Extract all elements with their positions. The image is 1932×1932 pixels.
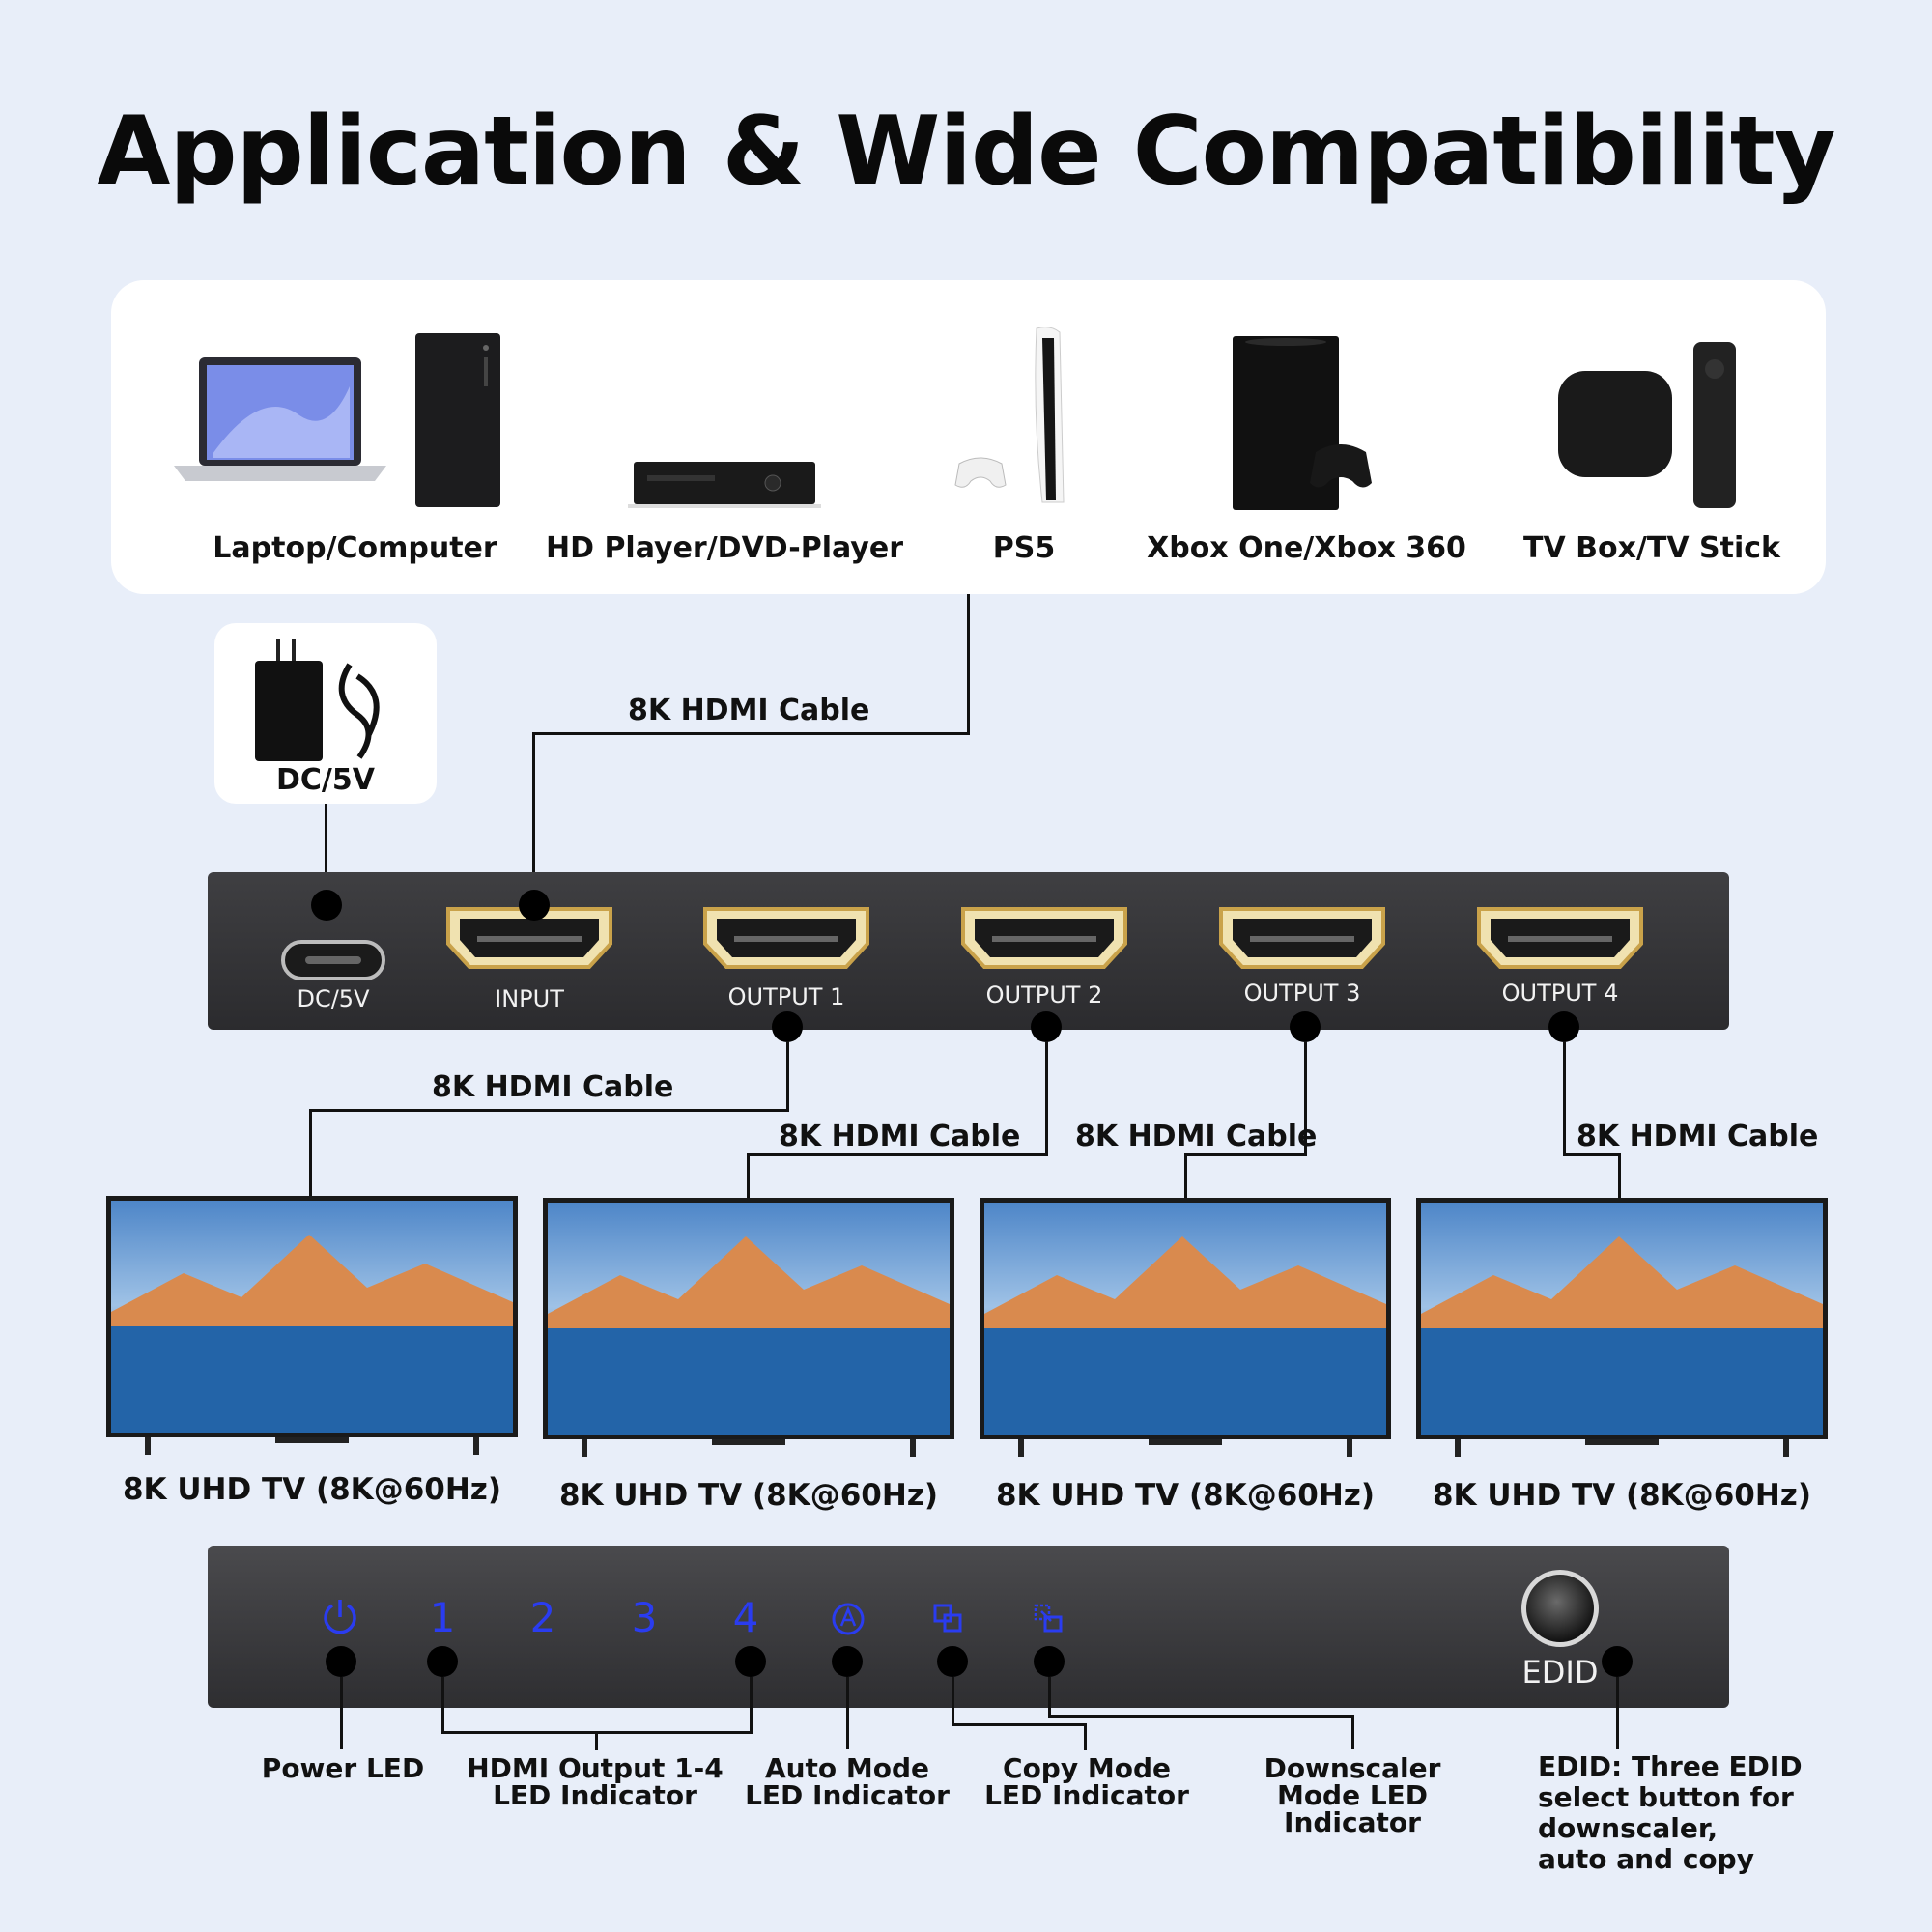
tv-1-label: 8K UHD TV (8K@60Hz) — [122, 1472, 501, 1507]
dvd-player-icon — [628, 462, 821, 508]
tv-3-label: 8K UHD TV (8K@60Hz) — [995, 1478, 1375, 1513]
auto-mode-icon — [832, 1603, 865, 1635]
callout-power-led: Power LED — [261, 1752, 425, 1784]
output-1-cable-line — [786, 1041, 789, 1111]
cable-label-output-4: 8K HDMI Cable — [1577, 1120, 1819, 1153]
hdmi-output-1-port-icon — [703, 907, 869, 969]
callout-dot-downscaler — [1034, 1646, 1065, 1677]
output-4-cable-line — [1563, 1041, 1566, 1155]
port-label-output-2: OUTPUT 2 — [985, 981, 1103, 1009]
source-label-laptop: Laptop/Computer — [213, 531, 497, 565]
callout-line-downscaler — [1048, 1715, 1353, 1718]
callout-dot-output-1 — [427, 1646, 458, 1677]
hdmi-output-2-port-icon — [961, 907, 1127, 969]
port-label-output-1: OUTPUT 1 — [727, 983, 845, 1010]
page-title: Application & Wide Compatibility — [97, 97, 1836, 207]
callout-line-output — [441, 1677, 444, 1733]
callout-line-copy — [952, 1723, 1087, 1726]
callout-copy-mode-led: Copy Mode LED Indicator — [984, 1752, 1189, 1811]
input-cable-line — [967, 594, 970, 734]
hdmi-output-4-port-icon — [1477, 907, 1643, 969]
output-3-cable-line — [1184, 1153, 1187, 1198]
callout-line-power — [340, 1677, 343, 1749]
callout-dot-auto — [832, 1646, 863, 1677]
port-label-output-3: OUTPUT 3 — [1243, 980, 1361, 1007]
output-1-cable-line — [309, 1109, 789, 1112]
xbox-console-icon — [1233, 336, 1372, 510]
edid-button[interactable] — [1519, 1567, 1602, 1650]
tv-box-icon — [1558, 342, 1736, 508]
callout-dot-edid — [1602, 1646, 1633, 1677]
led-output-3: 3 — [631, 1594, 658, 1641]
desktop-tower-icon — [415, 333, 500, 507]
tv-4-label: 8K UHD TV (8K@60Hz) — [1432, 1478, 1811, 1513]
led-output-1: 1 — [429, 1594, 456, 1641]
callout-line-downscaler — [1351, 1715, 1354, 1749]
source-label-tvbox: TV Box/TV Stick — [1522, 531, 1780, 565]
led-output-4: 4 — [732, 1594, 759, 1641]
output-2-cable-line — [1045, 1041, 1048, 1155]
hdmi-output-3-port-icon — [1219, 907, 1385, 969]
power-icon — [324, 1600, 356, 1634]
output-3-cable-line — [1184, 1153, 1307, 1156]
output-4-cable-line — [1618, 1153, 1621, 1198]
callout-dot-output-4 — [735, 1646, 766, 1677]
output-2-cable-line — [747, 1153, 1048, 1156]
connector-dot-dc — [311, 890, 342, 921]
output-4-cable-line — [1563, 1153, 1621, 1156]
input-cable-line — [532, 732, 970, 735]
tv-2-icon — [543, 1198, 954, 1457]
splitter-front-panel — [208, 1546, 1729, 1708]
input-cable-line — [532, 732, 535, 906]
cable-label-output-2: 8K HDMI Cable — [779, 1120, 1021, 1153]
copy-mode-icon — [933, 1604, 962, 1633]
usb-c-port-icon — [281, 940, 385, 980]
led-output-2: 2 — [529, 1594, 556, 1641]
connector-dot-output-1 — [772, 1011, 803, 1042]
hdmi-input-port-icon — [446, 907, 612, 969]
power-adapter-icon — [255, 639, 380, 761]
callout-auto-mode-led: Auto Mode LED Indicator — [745, 1752, 950, 1811]
source-label-xbox: Xbox One/Xbox 360 — [1147, 531, 1466, 565]
power-adapter-card — [214, 623, 437, 804]
source-label-ps5: PS5 — [992, 531, 1056, 565]
port-label-input[interactable]: INPUT — [495, 985, 564, 1012]
source-devices-panel — [111, 280, 1826, 594]
callout-line-auto — [846, 1677, 849, 1749]
port-label-dc: DC/5V — [297, 985, 370, 1012]
tv-4-icon — [1416, 1198, 1828, 1457]
downscaler-mode-icon — [1034, 1604, 1063, 1633]
source-label-dvd: HD Player/DVD-Player — [545, 531, 904, 565]
callout-dot-power — [326, 1646, 356, 1677]
callout-line-output — [750, 1677, 753, 1733]
tv-1-icon — [106, 1196, 518, 1455]
callout-line-downscaler — [1048, 1677, 1051, 1716]
tv-2-label: 8K UHD TV (8K@60Hz) — [558, 1478, 938, 1513]
callout-line-output — [595, 1731, 598, 1750]
cable-label-output-1: 8K HDMI Cable — [432, 1070, 674, 1104]
connector-dot-input — [519, 890, 550, 921]
output-3-cable-line — [1304, 1041, 1307, 1155]
connector-dot-output-2 — [1031, 1011, 1062, 1042]
power-adapter-label: DC/5V — [276, 763, 375, 797]
laptop-computer-icon — [174, 357, 386, 481]
callout-hdmi-output-led: HDMI Output 1-4 LED Indicator — [467, 1752, 724, 1811]
output-2-cable-line — [747, 1153, 750, 1198]
callout-edid-note: EDID: Three EDID select button for downs… — [1538, 1750, 1803, 1875]
output-1-cable-line — [309, 1109, 312, 1198]
tv-3-icon — [980, 1198, 1391, 1457]
ps5-console-icon — [954, 327, 1065, 503]
edid-button-label: EDID — [1521, 1654, 1599, 1690]
port-label-output-4: OUTPUT 4 — [1501, 980, 1619, 1007]
callout-dot-copy — [937, 1646, 968, 1677]
cable-label-output-3: 8K HDMI Cable — [1075, 1120, 1318, 1153]
callout-line-copy — [952, 1677, 954, 1725]
cable-label-input: 8K HDMI Cable — [628, 694, 870, 727]
power-cable-line — [325, 804, 327, 900]
callout-line-edid — [1616, 1677, 1619, 1749]
connector-dot-output-4 — [1548, 1011, 1579, 1042]
connector-dot-output-3 — [1290, 1011, 1321, 1042]
callout-line-copy — [1084, 1723, 1087, 1750]
callout-downscaler-led: Downscaler Mode LED Indicator — [1264, 1752, 1441, 1838]
